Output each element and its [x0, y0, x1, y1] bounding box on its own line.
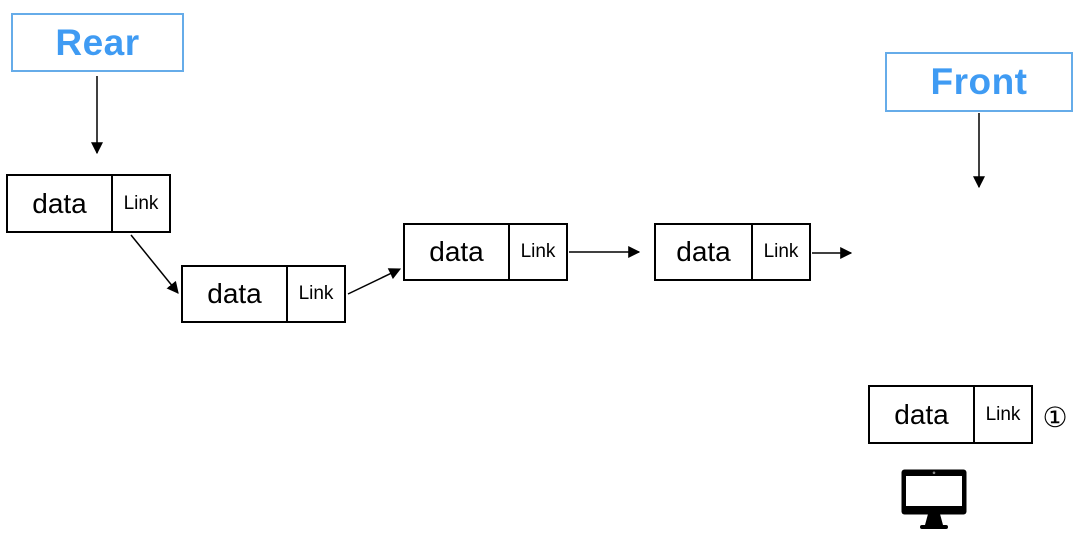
node-2: data Link: [181, 265, 346, 323]
node-1: data Link: [6, 174, 171, 233]
node-4-link-cell: Link: [751, 225, 809, 279]
node-4: data Link: [654, 223, 811, 281]
node-4-data-cell: data: [676, 236, 731, 267]
monitor-icon: [901, 469, 967, 529]
node-2-data-cell: data: [207, 278, 262, 309]
node-3: data Link: [403, 223, 568, 281]
arrow-node2-to-node3: [347, 268, 402, 295]
circled-one-annotation: ①: [1042, 401, 1068, 433]
node-3-data-cell: data: [429, 236, 484, 267]
rear-label: Rear: [55, 21, 140, 63]
node-2-link-cell: Link: [286, 267, 344, 321]
front-label-box: Front: [885, 52, 1073, 112]
node-1-data-cell: data: [32, 187, 87, 219]
front-label: Front: [930, 61, 1028, 102]
node-5-data-cell: data: [894, 398, 949, 430]
node-3-link-cell: Link: [508, 225, 566, 279]
node-5: data Link: [868, 385, 1033, 444]
node-5-link-cell: Link: [973, 387, 1031, 442]
arrow-node1-to-node2: [130, 234, 179, 294]
rear-label-box: Rear: [11, 13, 184, 72]
node-1-link-cell: Link: [111, 176, 169, 231]
